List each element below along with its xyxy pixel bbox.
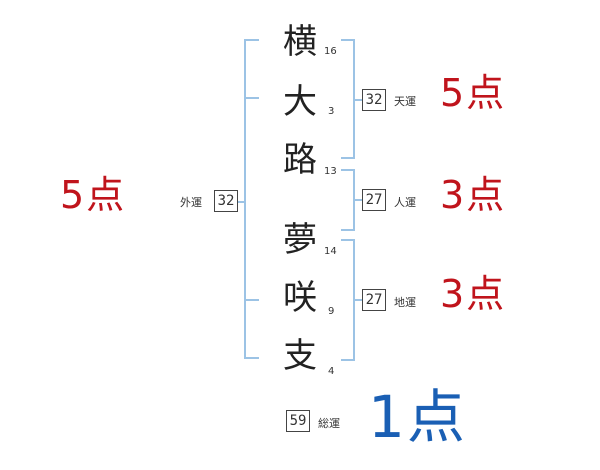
gaikaku-label: 外運 — [180, 196, 202, 209]
stroke-count-4: 14 — [324, 246, 337, 257]
name-char-6: 支 — [283, 336, 317, 376]
name-char-4: 夢 — [283, 220, 317, 260]
gaikaku-score: 5点 — [60, 173, 127, 217]
tenkaku-score: 5点 — [440, 71, 507, 115]
jinkaku-value-box: 27 — [362, 189, 386, 211]
soukaku-label: 総運 — [318, 417, 340, 430]
tenkaku-value-box: 32 — [362, 89, 386, 111]
chikaku-label: 地運 — [394, 296, 416, 309]
tenkaku-label: 天運 — [394, 95, 416, 108]
name-char-3: 路 — [283, 140, 317, 180]
chikaku-score: 3点 — [440, 272, 507, 316]
stroke-count-6: 4 — [328, 366, 335, 377]
chikaku-value-box: 27 — [362, 289, 386, 311]
stroke-count-3: 13 — [324, 166, 337, 177]
name-char-2: 大 — [283, 82, 317, 122]
name-char-1: 横 — [283, 22, 317, 62]
jinkaku-score: 3点 — [440, 173, 507, 217]
stroke-count-5: 9 — [328, 306, 335, 317]
soukaku-score: 1点 — [368, 383, 467, 451]
jinkaku-label: 人運 — [394, 196, 416, 209]
stroke-count-1: 16 — [324, 46, 337, 57]
stroke-count-2: 3 — [328, 106, 335, 117]
name-char-5: 咲 — [283, 278, 317, 318]
gaikaku-value-box: 32 — [214, 190, 238, 212]
soukaku-value-box: 59 — [286, 410, 310, 432]
